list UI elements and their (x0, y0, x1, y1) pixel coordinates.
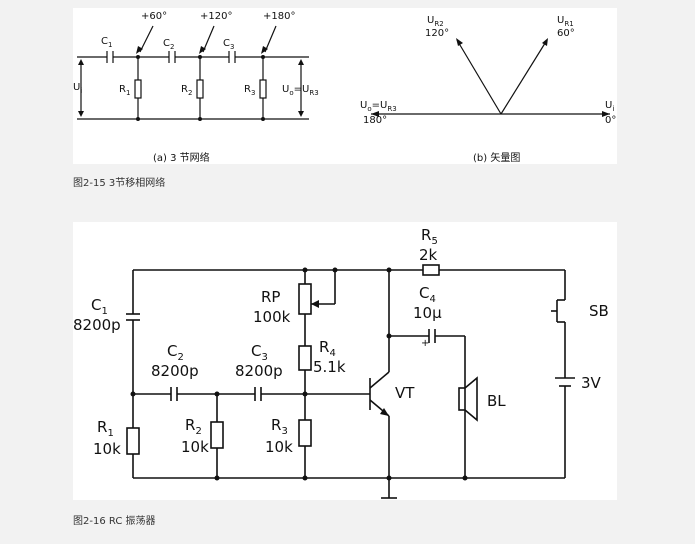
vector-uo-label: Uo=UR3 (360, 100, 397, 113)
resistor-r4-symbol (298, 345, 312, 371)
r5-name-label: R5 (421, 226, 438, 247)
c1-name-label: C1 (91, 296, 108, 317)
capacitor-c4-symbol (428, 329, 436, 343)
phase-label-120: +120° (200, 11, 232, 22)
rp-name-label: RP (261, 288, 280, 306)
resistor-r1-symbol (134, 57, 142, 119)
vector-ur1-angle: 60° (557, 28, 575, 39)
rp-value-label: 100k (253, 308, 291, 326)
resistor-r1-label: R1 (119, 84, 130, 97)
vector-diagram (371, 38, 610, 117)
speaker-bl-symbol (458, 376, 478, 422)
capacitor-c3-symbol (254, 387, 262, 401)
vector-ui-label: Ui (605, 100, 614, 113)
switch-sb-symbol (551, 299, 565, 323)
phase-label-60: +60° (141, 11, 167, 22)
vector-ur1-label: UR1 (557, 15, 574, 28)
transistor-vt-symbol (369, 371, 390, 417)
capacitor-c1-label: C1 (101, 36, 112, 49)
r1-name-label: R1 (97, 418, 114, 439)
sb-label: SB (589, 302, 609, 320)
capacitor-c1-symbol (106, 51, 114, 63)
oscillator-circuit: + (126, 264, 575, 499)
r4-value-label: 5.1k (313, 358, 346, 376)
capacitor-c3-label: C3 (223, 38, 234, 51)
r4-name-label: R4 (319, 338, 336, 359)
vector-ur2-angle: 120° (425, 28, 449, 39)
capacitor-c2-symbol (170, 387, 178, 401)
output-voltage-label: Uo=UR3 (282, 84, 319, 97)
vector-ur2-label: UR2 (427, 15, 444, 28)
rc-oscillator-figure: + R5 2k C4 10μ RP 100k R4 5.1k C1 (73, 222, 617, 500)
subfigure-b-label: (b) 矢量图 (473, 151, 520, 164)
battery-symbol (555, 377, 575, 387)
potentiometer-rp-symbol (298, 283, 312, 315)
resistor-r2-symbol (210, 421, 224, 449)
capacitor-c2-symbol (168, 51, 176, 63)
capacitor-c3-symbol (228, 51, 236, 63)
bl-label: BL (487, 392, 506, 410)
c1-value-label: 8200p (73, 316, 121, 334)
r1-value-label: 10k (93, 440, 121, 458)
c3-name-label: C3 (251, 342, 268, 363)
rc-oscillator-svg: + R5 2k C4 10μ RP 100k R4 5.1k C1 (73, 226, 609, 499)
phase-label-180: +180° (263, 11, 295, 22)
resistor-r5-symbol (422, 264, 440, 276)
figure-2-16-caption: 图2-16 RC 振荡器 (73, 516, 156, 527)
input-voltage-label: Ui (73, 82, 82, 95)
phase-shift-network-svg: +60° +120° +180° C1 C2 C3 R1 R2 R3 Ui Uo… (73, 11, 616, 164)
c2-name-label: C2 (167, 342, 184, 363)
phase-shift-network-figure: +60° +120° +180° C1 C2 C3 R1 R2 R3 Ui Uo… (73, 8, 617, 164)
resistor-r2-label: R2 (181, 84, 192, 97)
r3-value-label: 10k (265, 438, 293, 456)
r5-value-label: 2k (419, 246, 438, 264)
vector-ui-angle: 0° (605, 115, 616, 126)
r3-name-label: R3 (271, 416, 288, 437)
capacitor-c2-label: C2 (163, 38, 174, 51)
vector-uo-angle: 180° (363, 115, 387, 126)
c4-name-label: C4 (419, 284, 436, 305)
r2-value-label: 10k (181, 438, 209, 456)
subfigure-a-label: (a) 3 节网络 (153, 151, 210, 164)
r2-name-label: R2 (185, 416, 202, 437)
figure-2-15-caption: 图2-15 3节移相网络 (73, 178, 166, 189)
network-circuit (77, 25, 309, 121)
resistor-r3-symbol (259, 57, 267, 119)
battery-voltage-label: 3V (581, 374, 602, 392)
svg-text:+: + (421, 338, 429, 349)
c2-value-label: 8200p (151, 362, 199, 380)
c4-value-label: 10μ (413, 304, 442, 322)
c3-value-label: 8200p (235, 362, 283, 380)
capacitor-c1-symbol (126, 313, 140, 321)
resistor-r3-label: R3 (244, 84, 255, 97)
resistor-r2-symbol (196, 57, 204, 119)
vt-label: VT (395, 384, 415, 402)
resistor-r3-symbol (298, 419, 312, 447)
resistor-r1-symbol (126, 427, 140, 455)
